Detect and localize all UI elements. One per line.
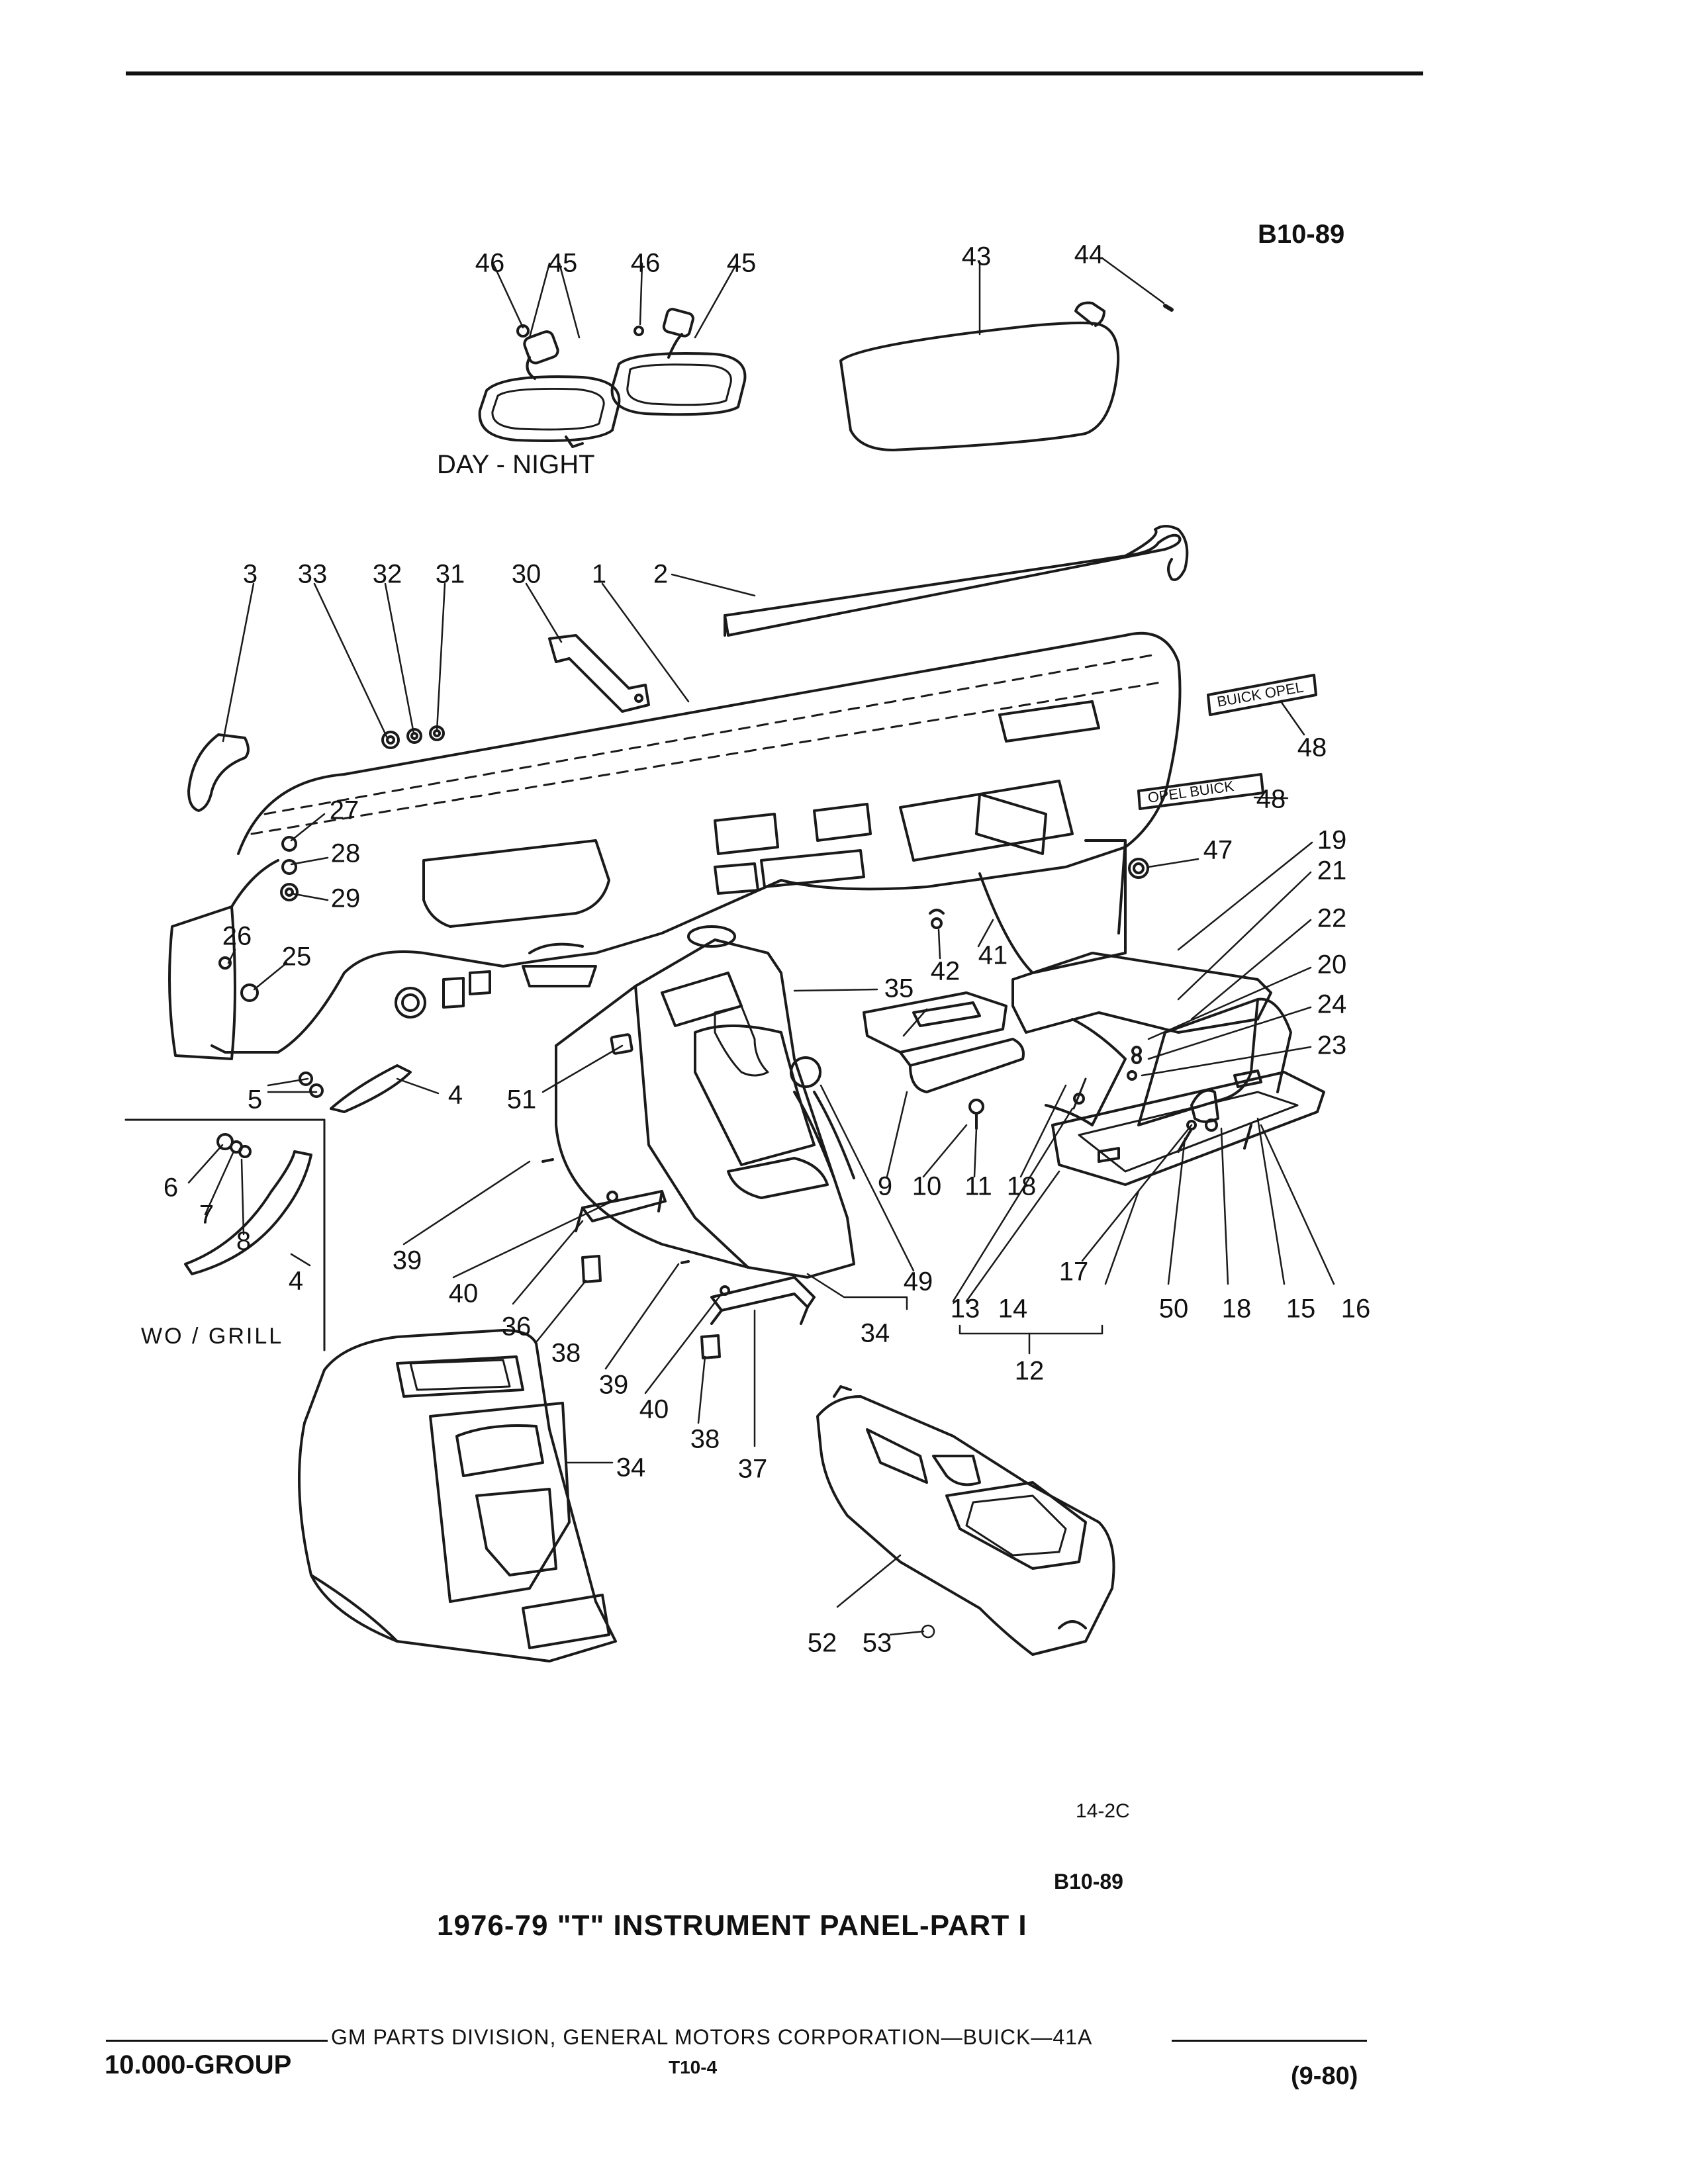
pad-retainer-bracket (548, 634, 650, 713)
without-grill-label: WO / GRILL (141, 1324, 284, 1349)
callout-44: 44 (1074, 240, 1104, 269)
callout-4b: 4 (288, 1266, 304, 1296)
callout-34b: 34 (616, 1453, 646, 1482)
callout-47: 47 (1203, 835, 1233, 865)
callout-16: 16 (1340, 1294, 1371, 1324)
callout-1: 1 (591, 559, 607, 589)
center-console-installed (555, 938, 855, 1279)
day-night-label: DAY - NIGHT (437, 450, 595, 479)
callout-45a: 45 (547, 248, 578, 278)
callout-9: 9 (877, 1171, 893, 1201)
callout-20: 20 (1317, 950, 1347, 979)
footer-rule-right (1172, 2040, 1367, 2042)
footer-division: GM PARTS DIVISION, GENERAL MOTORS CORPOR… (331, 2025, 1093, 2049)
callout-35: 35 (884, 974, 914, 1003)
glove-box (1011, 952, 1292, 1126)
callout-53: 53 (862, 1628, 892, 1658)
footer-page: T10-4 (669, 2057, 718, 2077)
top-rule (126, 71, 1423, 75)
reference-code: 14-2C (1076, 1800, 1130, 1822)
callout-19: 19 (1317, 825, 1347, 855)
callout-5: 5 (247, 1085, 263, 1115)
callout-42: 42 (930, 956, 961, 986)
callout-28: 28 (330, 839, 361, 868)
callout-11: 11 (964, 1171, 992, 1201)
nameplate-upper: BUICK OPEL (1207, 674, 1317, 716)
without-grill-inset (124, 1118, 326, 1351)
callout-25: 25 (281, 942, 312, 972)
page-title: 1976-79 "T" INSTRUMENT PANEL-PART I (437, 1909, 1027, 1942)
callout-6: 6 (163, 1173, 179, 1203)
callout-7: 7 (199, 1200, 214, 1230)
callout-22: 22 (1317, 903, 1347, 933)
ashtray (863, 991, 1025, 1093)
console-brackets (541, 1158, 816, 1359)
callout-10: 10 (912, 1171, 942, 1201)
nameplate-lower: OPEL BUICK (1137, 773, 1264, 810)
callout-40a: 40 (448, 1279, 479, 1308)
callout-32: 32 (372, 559, 402, 589)
callout-48b: 48 (1256, 784, 1286, 814)
glove-box-door (1051, 1069, 1325, 1186)
callout-3: 3 (242, 559, 258, 589)
figure-code-bottom: B10-89 (1054, 1870, 1123, 1893)
sun-visor (839, 301, 1174, 451)
callout-40b: 40 (639, 1394, 669, 1424)
footer-group: 10.000-GROUP (105, 2050, 292, 2079)
callout-4a: 4 (447, 1080, 463, 1110)
callout-38a: 38 (551, 1338, 581, 1368)
grill-piece (299, 1064, 412, 1113)
callout-27: 27 (329, 796, 359, 825)
footer-rule-left (106, 2040, 328, 2042)
callout-15: 15 (1286, 1294, 1316, 1324)
callout-31: 31 (435, 559, 465, 589)
callout-39a: 39 (392, 1246, 422, 1275)
callout-46a: 46 (475, 248, 505, 278)
callout-12: 12 (1014, 1356, 1045, 1386)
callout-46b: 46 (630, 248, 661, 278)
callout-23: 23 (1317, 1030, 1347, 1060)
instrument-panel-body (168, 631, 1182, 1060)
callout-21: 21 (1317, 856, 1347, 886)
leader-lines (187, 257, 1335, 1639)
callout-43: 43 (961, 242, 992, 271)
callout-13: 13 (950, 1294, 980, 1324)
center-console (298, 1329, 617, 1662)
callout-48a: 48 (1297, 733, 1327, 762)
callout-41: 41 (978, 940, 1008, 970)
callout-2: 2 (653, 559, 669, 589)
console-armrest (816, 1385, 1115, 1656)
footer-date: (9-80) (1291, 2062, 1358, 2090)
callout-45b: 45 (726, 248, 757, 278)
callout-18b: 18 (1221, 1294, 1252, 1324)
vent-duct-hose (187, 733, 250, 812)
callout-34a: 34 (860, 1318, 890, 1348)
callout-37: 37 (737, 1454, 768, 1484)
callout-33: 33 (297, 559, 328, 589)
callout-39b: 39 (598, 1370, 629, 1400)
dash-pad-molding (724, 525, 1189, 637)
callout-24: 24 (1317, 989, 1347, 1019)
callout-14: 14 (998, 1294, 1028, 1324)
callout-38b: 38 (690, 1424, 720, 1454)
callout-18a: 18 (1006, 1171, 1037, 1201)
callout-49: 49 (903, 1267, 933, 1297)
callout-8: 8 (236, 1226, 252, 1256)
standard-mirror (610, 308, 747, 416)
callout-29: 29 (330, 884, 361, 913)
callout-26: 26 (222, 921, 252, 951)
figure-code-top: B10-89 (1258, 220, 1345, 249)
callout-52: 52 (807, 1628, 837, 1658)
callout-17: 17 (1058, 1257, 1089, 1287)
day-night-mirror (478, 324, 621, 448)
callout-50: 50 (1158, 1294, 1189, 1324)
callout-36: 36 (501, 1312, 532, 1342)
callout-51: 51 (506, 1085, 537, 1115)
callout-30: 30 (511, 559, 541, 589)
